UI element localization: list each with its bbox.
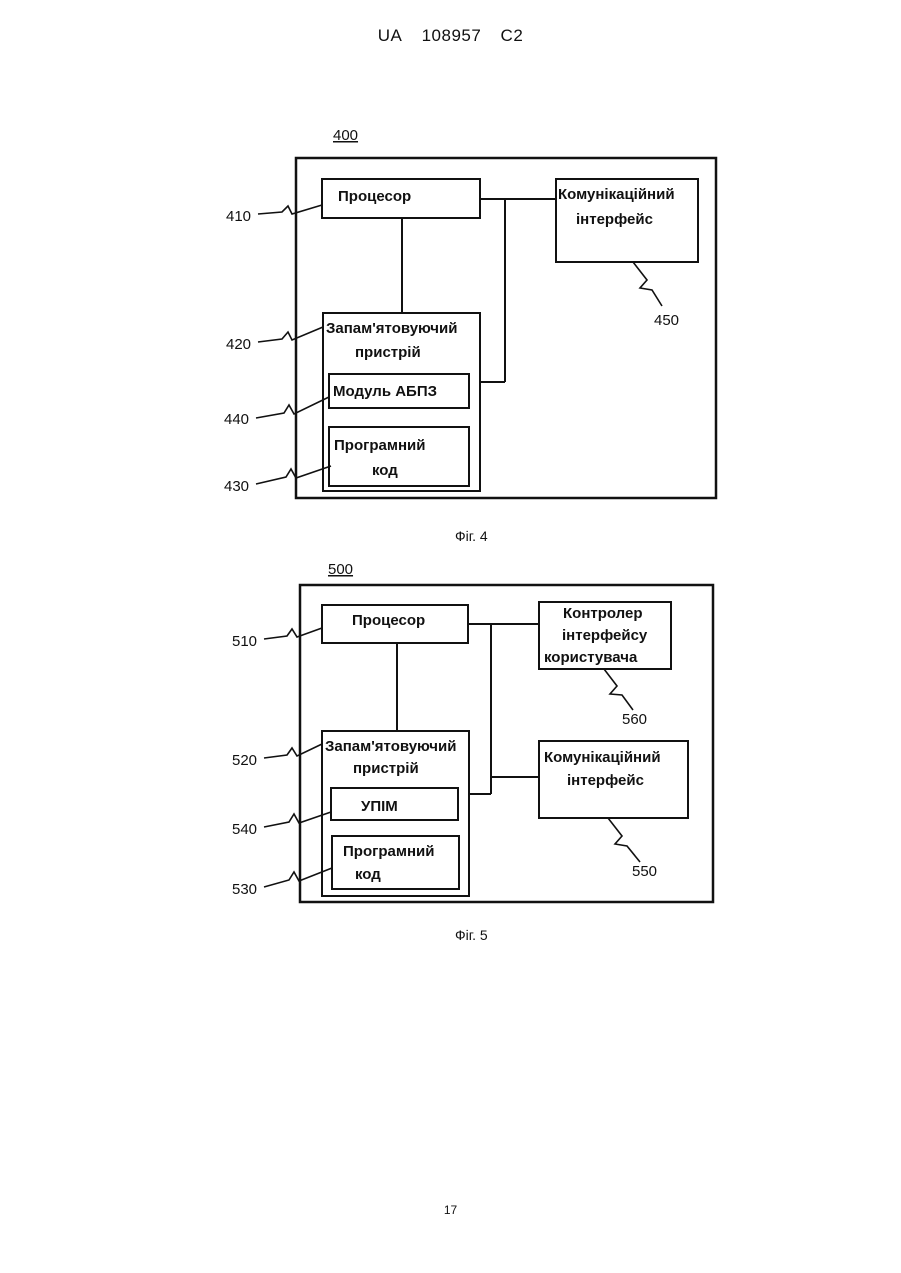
fig5-ui-controller-line1: Контролер xyxy=(563,605,643,622)
fig5-program-code-line1: Програмний xyxy=(343,843,434,860)
fig4-leader-440 xyxy=(256,397,329,418)
fig5-ref-550: 550 xyxy=(632,863,657,880)
fig4-program-code-line1: Програмний xyxy=(334,437,425,454)
figure-5-diagram: 500 Процесор Контролер інтерфейсу корист… xyxy=(0,555,901,955)
fig5-ref-500: 500 xyxy=(328,561,353,578)
fig4-comm-interface-line1: Комунікаційний xyxy=(558,186,675,203)
fig4-ref-410: 410 xyxy=(226,208,251,225)
fig5-ui-controller-line3: користувача xyxy=(544,649,638,666)
fig5-caption: Фіг. 5 xyxy=(455,927,488,943)
fig5-leader-560 xyxy=(604,669,633,710)
fig4-leader-420 xyxy=(258,327,323,342)
fig4-leader-410 xyxy=(258,205,322,214)
fig4-ref-440: 440 xyxy=(224,411,249,428)
fig5-leader-510 xyxy=(264,628,322,639)
fig5-program-code-line2: код xyxy=(355,866,381,883)
fig4-ref-420: 420 xyxy=(226,336,251,353)
fig5-ref-520: 520 xyxy=(232,752,257,769)
header-kind: C2 xyxy=(501,26,524,45)
fig4-ref-430: 430 xyxy=(224,478,249,495)
fig5-ref-560: 560 xyxy=(622,711,647,728)
fig4-module-label: Модуль АБПЗ xyxy=(333,383,437,400)
figure-4-diagram: 400 Процесор Комунікаційний інтерфейс За… xyxy=(0,110,901,560)
fig4-memory-line1: Запам'ятовуючий xyxy=(326,320,457,337)
fig5-memory-line2: пристрій xyxy=(353,760,419,777)
fig5-processor-label: Процесор xyxy=(352,612,425,629)
fig4-memory-box xyxy=(323,313,480,491)
fig4-comm-interface-line2: інтерфейс xyxy=(576,211,653,228)
fig4-leader-450 xyxy=(633,262,662,306)
fig5-module-label: УПІМ xyxy=(361,798,398,815)
header-number: 108957 xyxy=(422,26,482,45)
fig4-ref-450: 450 xyxy=(654,312,679,329)
fig5-leader-540 xyxy=(264,812,331,827)
fig5-ref-540: 540 xyxy=(232,821,257,838)
fig5-memory-line1: Запам'ятовуючий xyxy=(325,738,456,755)
fig5-comm-interface-line2: інтерфейс xyxy=(567,772,644,789)
fig4-processor-label: Процесор xyxy=(338,188,411,205)
fig4-caption: Фіг. 4 xyxy=(455,528,488,544)
fig4-memory-line2: пристрій xyxy=(355,344,421,361)
fig5-ref-530: 530 xyxy=(232,881,257,898)
fig5-ref-510: 510 xyxy=(232,633,257,650)
fig5-leader-520 xyxy=(264,744,322,758)
fig5-comm-interface-line1: Комунікаційний xyxy=(544,749,661,766)
document-header: UA 108957 C2 xyxy=(0,26,901,46)
page-number: 17 xyxy=(0,1203,901,1217)
fig5-ui-controller-line2: інтерфейсу xyxy=(562,627,648,644)
fig4-program-code-line2: код xyxy=(372,462,398,479)
fig4-program-code-box xyxy=(329,427,469,486)
fig5-leader-550 xyxy=(608,818,640,862)
header-country: UA xyxy=(378,26,403,45)
fig4-ref-400: 400 xyxy=(333,127,358,144)
fig4-leader-430 xyxy=(256,466,331,484)
